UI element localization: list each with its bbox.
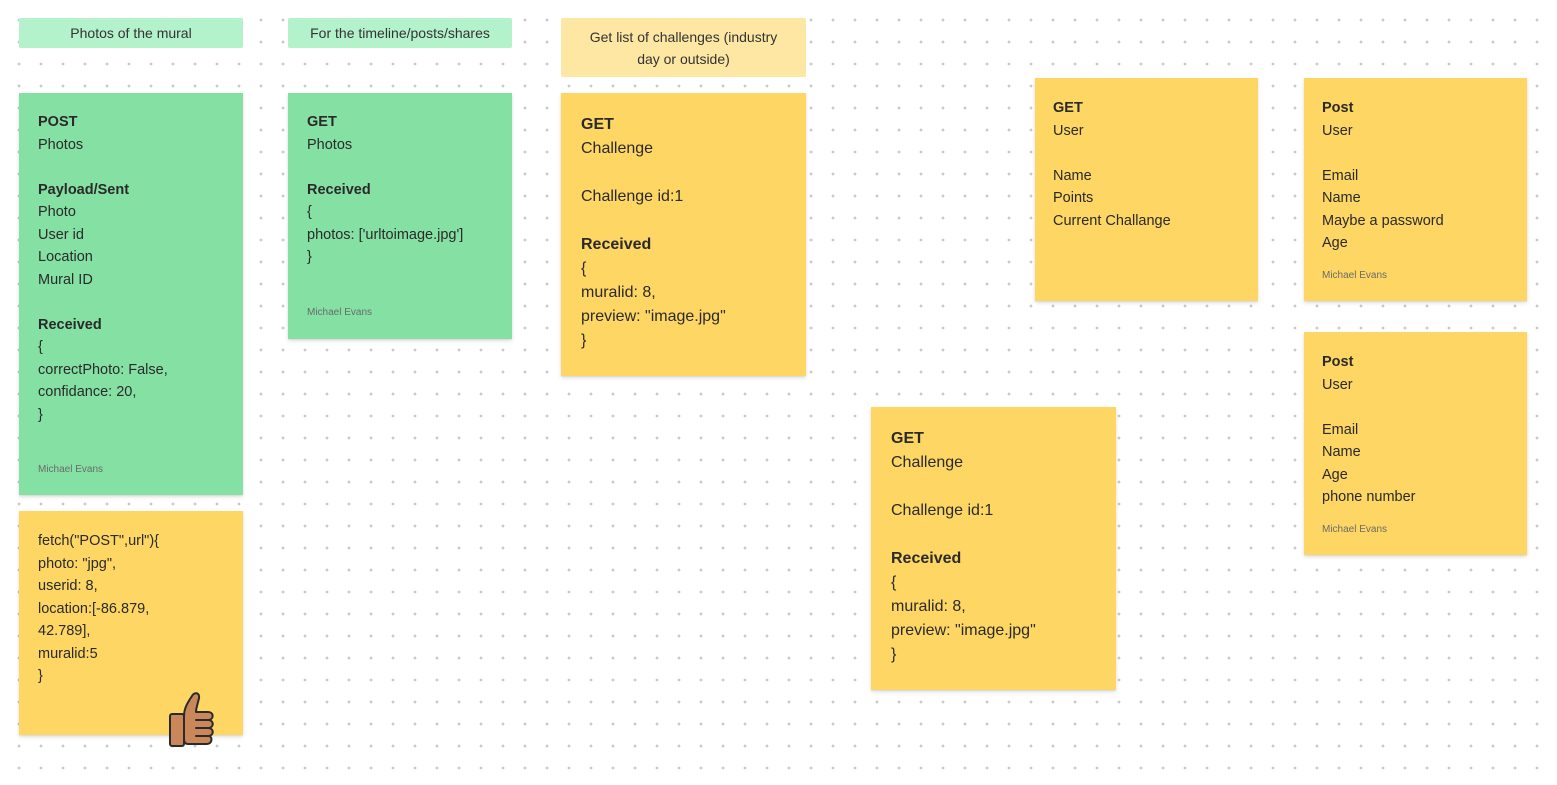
note-line: Location (38, 249, 93, 265)
note-line (891, 475, 1116, 499)
note-line: correctPhoto: False, (38, 361, 168, 378)
note-line: 42.789], (38, 623, 91, 639)
sticky-get-challenge-bottom[interactable]: GET Challenge Challenge id:1 Received { … (871, 407, 1116, 690)
note-line: Post (1322, 100, 1354, 116)
note-line: Received (891, 550, 962, 567)
label-photos-of-the-mural[interactable]: Photos of the mural (19, 18, 243, 48)
note-line: Name (1322, 190, 1361, 206)
note-line: User (1053, 122, 1084, 139)
note-line (581, 209, 806, 233)
sticky-get-photos[interactable]: GET Photos Received { photos: ['urltoima… (288, 93, 512, 339)
note-line: Email (1322, 421, 1359, 438)
note-line (38, 291, 243, 314)
note-line: preview: "image.jpg" (581, 308, 726, 325)
note-line: photos: ['urltoimage.jpg'] (307, 226, 464, 243)
note-line: Name (1053, 167, 1092, 184)
note-line: Post (1322, 354, 1354, 370)
note-line: Challenge id:1 (581, 188, 684, 205)
note-line: { (581, 260, 587, 277)
note-line: Points (1053, 190, 1094, 206)
note-line: userid: 8, (38, 578, 98, 594)
note-line: } (581, 332, 587, 349)
note-line: Challenge (891, 454, 964, 471)
note-line: Photos (307, 136, 353, 153)
sticky-fetch-code[interactable]: fetch("POST",url"){ photo: "jpg", userid… (19, 511, 243, 735)
sticky-post-photos[interactable]: POST Photos Payload/Sent Photo User id L… (19, 93, 243, 495)
note-line: Name (1322, 444, 1361, 460)
note-line: GET (581, 116, 614, 133)
note-line: phone number (1322, 489, 1416, 505)
label-list-of-challenges[interactable]: Get list of challenges (industry day or … (561, 18, 806, 77)
note-line: Mural ID (38, 271, 93, 288)
note-line: Photo (38, 204, 76, 220)
note-line: photo: "jpg", (38, 555, 117, 572)
note-author: Michael Evans (38, 464, 104, 475)
note-author: Michael Evans (1322, 524, 1388, 535)
note-line: User (1322, 376, 1353, 393)
note-line: { (891, 574, 897, 591)
label-text-line1: Get list of challenges (industry (589, 28, 778, 45)
note-line: Email (1322, 167, 1359, 184)
label-timeline-posts-shares[interactable]: For the timeline/posts/shares (288, 18, 512, 48)
note-line: } (38, 668, 43, 684)
sticky-get-user[interactable]: GET User Name Points Current Challange (1035, 78, 1258, 301)
note-line: Age (1322, 466, 1348, 483)
note-line: User id (38, 226, 84, 243)
note-line: { (38, 339, 43, 355)
note-line (1053, 142, 1258, 165)
note-line: Age (1322, 235, 1348, 251)
note-line: POST (38, 114, 78, 130)
sticky-post-user-bottom[interactable]: Post User Email Name Age phone number Mi… (1304, 332, 1527, 555)
note-line (1322, 142, 1527, 165)
label-text: Photos of the mural (70, 25, 192, 41)
note-line (581, 161, 806, 185)
note-line (891, 523, 1116, 547)
note-line: Received (581, 236, 652, 253)
note-line: { (307, 204, 312, 220)
label-text: For the timeline/posts/shares (310, 25, 490, 41)
note-line: User (1322, 122, 1353, 139)
note-line: muralid: 8, (581, 284, 656, 301)
note-author: Michael Evans (1322, 270, 1388, 281)
note-line: Maybe a password (1322, 212, 1444, 229)
note-line (1322, 396, 1527, 419)
note-line: location:[-86.879, (38, 600, 150, 617)
note-line: } (307, 249, 312, 265)
note-line: } (38, 406, 43, 423)
note-line (307, 156, 512, 179)
note-line: Received (38, 316, 102, 333)
note-line: GET (1053, 100, 1083, 116)
note-line: Received (307, 181, 371, 198)
note-line: muralid: 8, (891, 598, 966, 615)
note-line: } (891, 646, 897, 663)
note-author: Michael Evans (307, 307, 373, 318)
note-line (38, 156, 243, 179)
sticky-get-challenge-top[interactable]: GET Challenge Challenge id:1 Received { … (561, 93, 806, 376)
note-line: GET (307, 114, 337, 130)
note-line: fetch("POST",url"){ (38, 533, 159, 549)
note-line: confidance: 20, (38, 384, 137, 400)
label-text-line2: day or outside) (637, 50, 730, 67)
note-line: muralid:5 (38, 645, 98, 662)
note-line: Challenge (581, 140, 654, 157)
note-line: Challenge id:1 (891, 502, 994, 519)
thumbs-up-icon[interactable] (164, 688, 220, 748)
note-line: Payload/Sent (38, 181, 130, 198)
note-line: Current Challange (1053, 212, 1171, 229)
sticky-post-user-top[interactable]: Post User Email Name Maybe a password Ag… (1304, 78, 1527, 301)
note-line: Photos (38, 136, 84, 153)
note-line: GET (891, 430, 924, 447)
note-line: preview: "image.jpg" (891, 622, 1036, 639)
